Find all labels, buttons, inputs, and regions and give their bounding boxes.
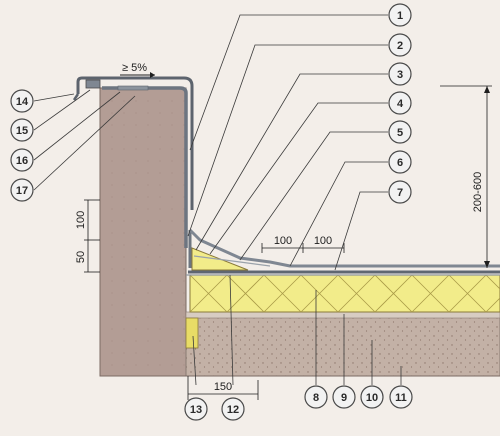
callout-5-label: 5 xyxy=(397,127,403,139)
callout-9-label: 9 xyxy=(341,392,347,404)
dimension-upstand: 100 50 xyxy=(75,199,100,273)
callout-15-label: 15 xyxy=(16,125,28,137)
callout-10: 10 xyxy=(360,385,384,409)
callout-15: 15 xyxy=(10,118,34,142)
dimension-width-150-label: 150 xyxy=(214,381,232,393)
callout-6: 6 xyxy=(388,150,412,174)
callout-16: 16 xyxy=(10,148,34,172)
callout-2-label: 2 xyxy=(397,40,403,52)
callout-12-label: 12 xyxy=(227,404,239,416)
dimension-upstand-100-label: 100 xyxy=(75,211,87,229)
dimension-overlap-1-label: 100 xyxy=(274,235,292,247)
callout-8: 8 xyxy=(304,385,328,409)
callout-7: 7 xyxy=(388,180,412,204)
callout-4: 4 xyxy=(388,91,412,115)
screed-layer xyxy=(185,311,500,319)
parapet-wall xyxy=(99,87,187,377)
edge-insulation-strip xyxy=(185,317,199,349)
callout-14: 14 xyxy=(10,89,34,113)
callout-16-label: 16 xyxy=(16,155,28,167)
callout-12: 12 xyxy=(221,397,245,421)
callout-17: 17 xyxy=(10,178,34,202)
dimension-width-150: 150 xyxy=(187,376,259,400)
callout-3-label: 3 xyxy=(397,69,403,81)
callout-5: 5 xyxy=(388,120,412,144)
callout-4-label: 4 xyxy=(397,98,404,110)
callout-1-label: 1 xyxy=(397,10,403,22)
callout-3: 3 xyxy=(388,62,412,86)
dimension-overlaps: 100 100 xyxy=(261,235,345,253)
callout-6-label: 6 xyxy=(397,157,403,169)
callout-17-label: 17 xyxy=(16,185,28,197)
callout-11-label: 11 xyxy=(395,392,407,404)
membrane-layers xyxy=(102,86,500,276)
slope-label: ≥ 5% xyxy=(122,62,147,74)
insulation-board xyxy=(189,274,500,313)
callout-2: 2 xyxy=(388,33,412,57)
callout-9: 9 xyxy=(332,385,356,409)
coping-cap xyxy=(72,76,194,210)
callout-11: 11 xyxy=(389,385,413,409)
concrete-slab xyxy=(185,315,500,377)
callout-8-label: 8 xyxy=(313,392,319,404)
callout-13: 13 xyxy=(184,397,208,421)
callout-1: 1 xyxy=(388,3,412,27)
dimension-upstand-50-label: 50 xyxy=(75,251,87,263)
callout-leaders xyxy=(33,14,402,386)
callouts: 1 2 3 4 5 6 7 8 9 10 11 12 13 14 15 16 1… xyxy=(10,3,413,421)
dimension-height-range-label: 200-600 xyxy=(472,172,484,212)
slope-indicator: ≥ 5% xyxy=(120,62,155,78)
callout-10-label: 10 xyxy=(366,392,378,404)
callout-13-label: 13 xyxy=(190,404,202,416)
dimension-height-range: 200-600 xyxy=(440,85,492,268)
dimension-overlap-2-label: 100 xyxy=(314,235,332,247)
insulation-hatch xyxy=(189,274,500,313)
callout-7-label: 7 xyxy=(397,187,403,199)
callout-14-label: 14 xyxy=(16,96,29,108)
